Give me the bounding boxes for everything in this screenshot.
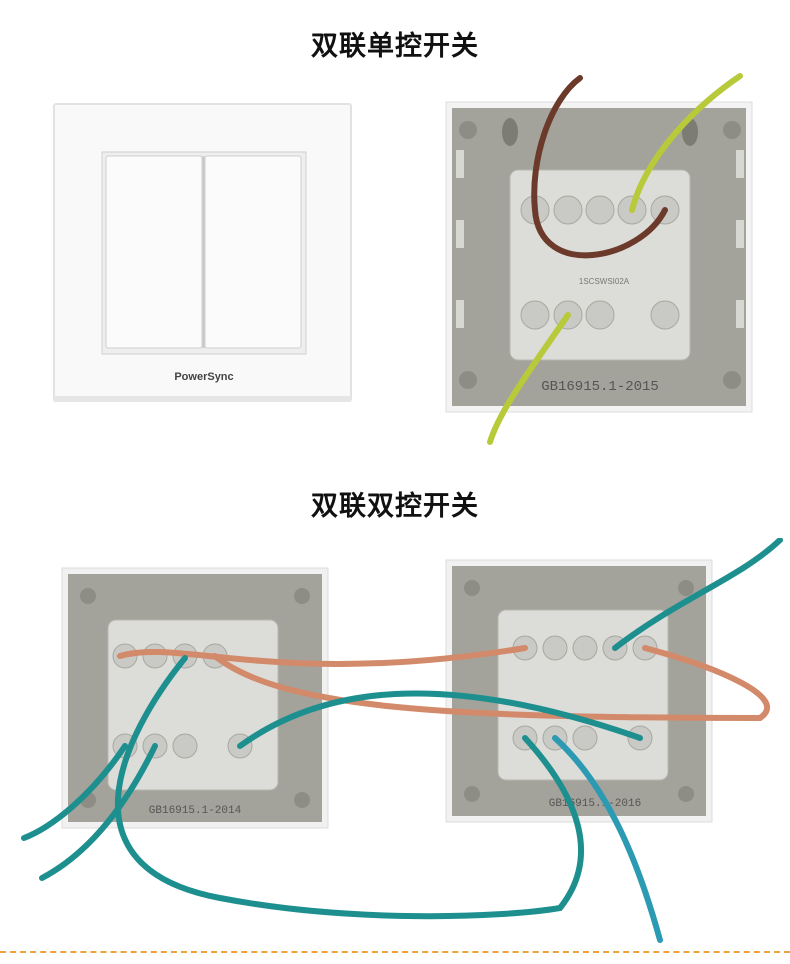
yellow-green-wire — [629, 73, 743, 213]
brand-logo: PowerSync — [174, 371, 233, 383]
right-rocker — [204, 155, 302, 349]
teal-wire-6 — [552, 735, 663, 943]
double-control-back-photo: GB16915.1-2014 GB16915.1-2016 — [21, 538, 783, 943]
copper-wire-2 — [212, 645, 770, 722]
dashed-divider — [0, 951, 790, 953]
teal-wire-5 — [114, 655, 584, 920]
teal-wire-4 — [39, 743, 158, 881]
model-label: 1SCSWSI02A — [579, 277, 630, 286]
section-title-double-control: 双联双控开关 — [311, 491, 479, 522]
copper-wire-1 — [117, 645, 528, 667]
left-standard-label: GB16915.1-2014 — [149, 805, 242, 817]
switch-front-photo: PowerSync — [53, 103, 352, 402]
teal-wire-3 — [21, 743, 128, 841]
standard-label: GB16915.1-2015 — [541, 379, 659, 395]
teal-wire-1 — [612, 538, 783, 651]
teal-wire-2 — [237, 690, 643, 749]
brown-wire — [531, 75, 668, 259]
section-title-single-control: 双联单控开关 — [311, 31, 479, 62]
left-rocker — [105, 155, 203, 349]
right-standard-label: GB16915.1-2016 — [549, 798, 641, 810]
single-control-back-photo: 1SCSWSI02A GB16915.1-2015 — [445, 73, 753, 445]
yellow-green-wire-2 — [487, 312, 571, 445]
